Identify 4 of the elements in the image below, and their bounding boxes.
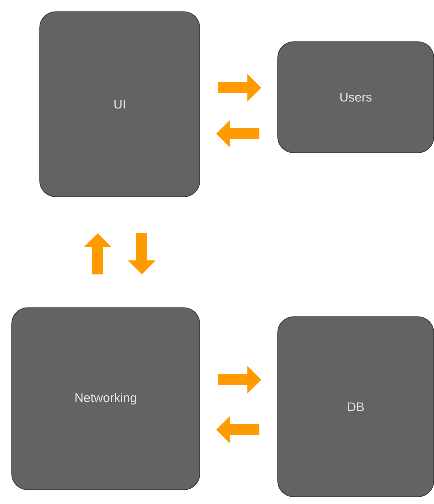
process-box: Users — [278, 42, 434, 154]
process-box: UI — [40, 12, 200, 198]
process-box: Networking — [12, 308, 200, 490]
process-box: DB — [278, 316, 434, 498]
